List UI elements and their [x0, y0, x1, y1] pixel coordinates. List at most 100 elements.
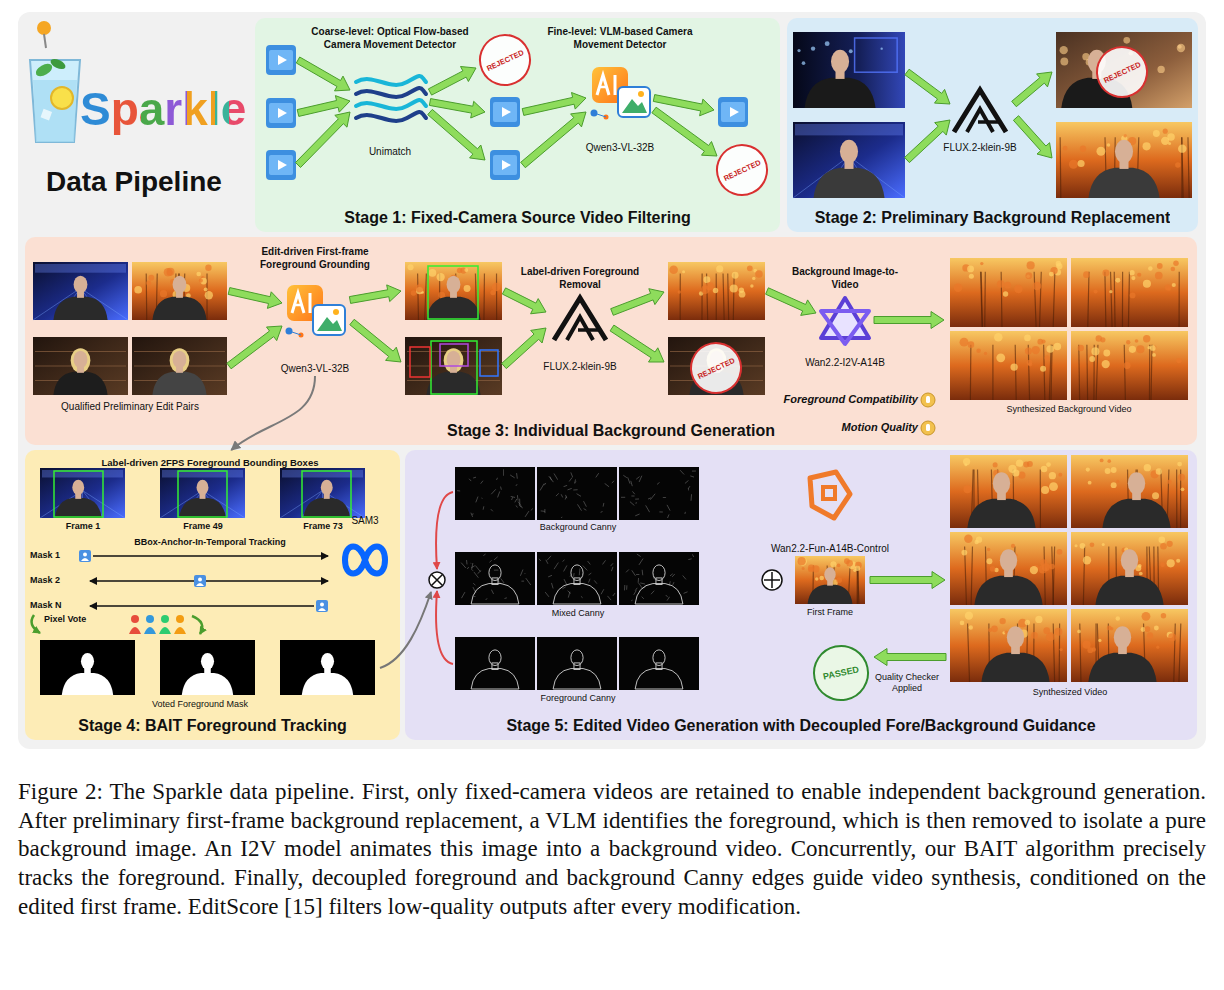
label-holder: Mask 2 — [30, 575, 76, 586]
leaf — [1014, 285, 1022, 293]
neon-glow — [795, 124, 903, 135]
ai-glyph — [295, 304, 301, 307]
canny-edge — [692, 471, 696, 472]
leaf — [1160, 543, 1167, 550]
tree-trunk — [1044, 547, 1045, 605]
leaf — [1139, 572, 1143, 576]
leaf — [1045, 355, 1050, 360]
flow-arrow — [610, 325, 664, 362]
thumb-glyph — [926, 424, 930, 431]
canny-frame — [619, 637, 699, 690]
leaf — [1178, 144, 1186, 152]
canny-edge — [667, 505, 670, 511]
canny-edge — [461, 563, 466, 568]
flow-arrow — [296, 57, 350, 91]
leaf — [1176, 358, 1181, 363]
thumb-icon — [921, 393, 935, 407]
canny-edge — [626, 585, 627, 589]
video-screen — [493, 102, 517, 122]
person-head — [1114, 626, 1131, 648]
leaf — [1025, 348, 1032, 355]
person-body — [62, 673, 113, 695]
leaf — [1126, 340, 1130, 344]
leaf — [1167, 559, 1175, 567]
stage-panel: Stage 4: BAIT Foreground TrackingSAM3 — [25, 450, 400, 740]
canny-edge — [688, 488, 689, 490]
canny-edge — [516, 473, 518, 479]
leaf — [1037, 339, 1043, 345]
person-head — [831, 50, 849, 73]
label-text: BBox-Anchor-In-Temporal Tracking — [95, 537, 325, 548]
person-head — [1000, 549, 1017, 571]
leaf — [1046, 345, 1054, 353]
lemon-slice — [51, 87, 73, 109]
person-body — [152, 297, 206, 320]
scene-frame — [1071, 609, 1188, 682]
leaf — [732, 272, 739, 279]
person-body — [426, 297, 480, 320]
tree-trunk — [733, 274, 735, 320]
label-text: Synthesized Video — [950, 687, 1190, 698]
leaf — [1176, 559, 1180, 563]
leaf — [1130, 293, 1136, 299]
label-holder: Frame 49 — [163, 521, 243, 532]
label-text: Frame 73 — [283, 521, 363, 532]
image-sun — [333, 309, 339, 315]
person-body — [55, 498, 102, 518]
play-symbol — [278, 108, 287, 118]
leaf — [1003, 291, 1008, 296]
canny-edge — [562, 587, 565, 589]
city-light — [849, 49, 853, 53]
leaf — [1178, 474, 1185, 481]
person-head — [447, 276, 461, 294]
canny-edge — [564, 485, 568, 486]
canny-edge — [512, 497, 513, 500]
leaf — [1105, 468, 1111, 474]
leaf — [730, 284, 738, 292]
leaf — [1083, 271, 1090, 278]
flow-arrow — [428, 67, 476, 96]
leaf — [1109, 290, 1112, 293]
play-symbol — [278, 55, 287, 65]
scene-frame — [950, 532, 1067, 605]
caption-holder: Figure 2: The Sparkle data pipeline. Fir… — [18, 778, 1206, 922]
canny-edge — [666, 595, 668, 597]
multiply-symbol — [432, 575, 443, 586]
leaf — [1083, 556, 1091, 564]
person-head — [840, 140, 858, 163]
tree-trunk — [1040, 272, 1042, 327]
person-neck — [492, 663, 498, 670]
pushpin-needle — [44, 34, 46, 48]
panel-ground — [405, 450, 1197, 740]
leaf — [199, 279, 203, 283]
person-head — [824, 567, 835, 582]
canny-edge — [663, 497, 666, 498]
leaf — [716, 265, 723, 272]
leaf — [1090, 542, 1095, 547]
leaf — [196, 272, 201, 277]
label-holder: Mixed Canny — [458, 608, 698, 619]
person-body — [152, 372, 206, 395]
tracker-glyph — [320, 603, 324, 607]
leaf — [1054, 628, 1062, 636]
tree-trunk — [1122, 272, 1123, 327]
canny-edge — [684, 512, 685, 514]
leaf — [1092, 647, 1096, 651]
scene-frame — [160, 468, 245, 518]
glass-water — [33, 80, 77, 142]
scene-frame — [950, 258, 1067, 327]
leaf — [1116, 616, 1120, 620]
canny-edge — [481, 498, 482, 499]
person-body — [808, 585, 853, 604]
flow-arrow — [905, 120, 950, 163]
title-holder: Data Pipeline — [46, 166, 261, 198]
leaf — [1148, 266, 1153, 271]
leaf — [815, 577, 818, 580]
model-heading: Label-driven Foreground Removal — [520, 266, 640, 291]
tree-trunk — [1078, 345, 1080, 400]
canny-edge — [491, 590, 493, 594]
person-head — [653, 650, 665, 666]
leaf — [1058, 473, 1062, 477]
leaf — [669, 265, 678, 274]
canny-edge — [635, 502, 636, 504]
